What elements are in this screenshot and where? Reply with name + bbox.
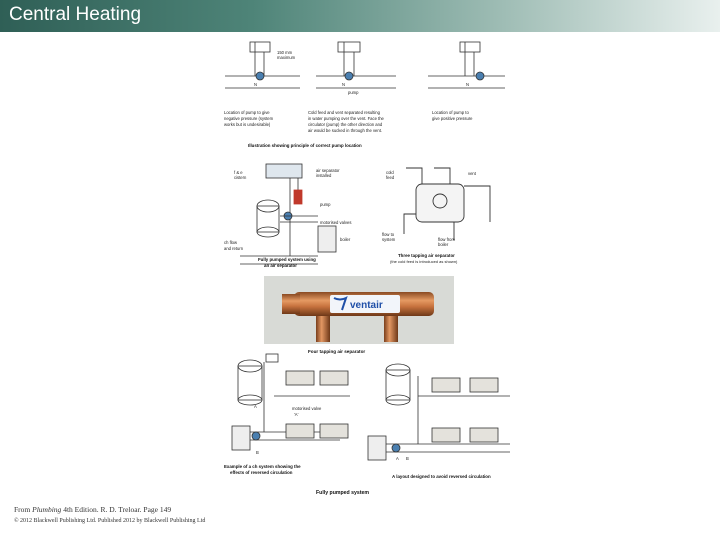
caption-positive-1: Location of pump to xyxy=(432,110,469,115)
citation-suffix: 4th Edition. R. D. Treloar. Page 149 xyxy=(61,505,172,514)
caption-reversed-2: effects of reversed circulation xyxy=(230,470,293,475)
caption-positive-2: give positive pressure xyxy=(432,116,473,121)
citation-prefix: From xyxy=(14,505,33,514)
slide-header: Central Heating xyxy=(0,0,720,32)
caption-overpump-3: circulator (pump) the other direction an… xyxy=(308,122,383,127)
caption-negative-1: Location of pump to give xyxy=(224,110,270,115)
pump-icon xyxy=(344,71,354,81)
label-maximum: maximum xyxy=(277,55,296,60)
caption-negative-3: works but is undesirable) xyxy=(224,122,271,127)
label-cold: cold xyxy=(386,170,394,175)
caption-three-tapping: Three tapping air separator xyxy=(398,253,455,258)
label-n-2: N xyxy=(342,82,345,87)
label-feed: feed xyxy=(386,175,395,180)
copyright: © 2012 Blackwell Publishing Ltd. Publish… xyxy=(14,518,206,524)
label-a-right: A xyxy=(396,456,399,461)
label-fe: f & e xyxy=(234,170,243,175)
label-boiler: boiler xyxy=(340,237,351,242)
ventair-brand: ventair xyxy=(350,300,383,311)
citation-title: Plumbing xyxy=(32,505,62,514)
label-motorised-valve: motorised valve xyxy=(292,406,322,411)
pump-diagram-positive xyxy=(428,41,505,89)
caption-overpump-4: air would be sucked in through the vent. xyxy=(308,128,382,133)
air-separator-photo: ventair xyxy=(264,276,454,344)
label-valve-a: 'A' xyxy=(294,412,299,417)
footer: From Plumbing 4th Edition. R. D. Treloar… xyxy=(14,505,414,524)
label-b-right: B xyxy=(406,456,409,461)
caption-four-tapping: Four tapping air separator xyxy=(308,349,365,354)
label-installed: installed xyxy=(316,173,332,178)
label-n-1: N xyxy=(254,82,257,87)
label-system: system xyxy=(382,237,396,242)
cistern-shape xyxy=(249,41,271,53)
caption-reversed-1: Example of a ch system showing the xyxy=(224,464,301,469)
label-air-separator: air separator xyxy=(316,168,340,173)
avoid-reversed-circulation-diagram xyxy=(367,363,510,461)
label-flow-from: flow from xyxy=(438,237,455,242)
slide-title: Central Heating xyxy=(9,4,142,25)
pump-icon xyxy=(255,71,265,81)
label-boiler-2: boiler xyxy=(438,242,449,247)
label-vent: vent xyxy=(468,171,477,176)
pump-diagram-negative xyxy=(225,41,300,89)
pump-location-figure: 150 mm maximum N N pump N Location of pu… xyxy=(220,36,510,504)
label-pump: pump xyxy=(348,90,359,95)
citation: From Plumbing 4th Edition. R. D. Treloar… xyxy=(14,505,414,514)
label-150mm: 150 mm xyxy=(277,50,293,55)
label-ch-flow: ch flow xyxy=(224,240,238,245)
label-cistern: cistern xyxy=(234,175,247,180)
bottom-figure-title: Fully pumped system xyxy=(316,490,369,496)
caption-avoid-reversed: A layout designed to avoid reversed circ… xyxy=(392,474,491,479)
ventair-logo-icon xyxy=(333,296,348,311)
label-motorised-valves: motorised valves xyxy=(320,220,351,225)
caption-three-tapping-note: (the cold feed is introduced as shown) xyxy=(390,259,458,264)
label-and-return: and return xyxy=(224,246,244,251)
pump-icon xyxy=(475,71,485,81)
label-b: B xyxy=(256,450,259,455)
label-n-3: N xyxy=(466,82,469,87)
air-separator-shape xyxy=(293,189,303,205)
label-a: A xyxy=(254,404,257,409)
top-diagrams-title: Illustration showing principle of correc… xyxy=(248,143,362,148)
caption-overpump-2: in water pumping over the vent. Face the xyxy=(308,116,385,121)
pump-diagram-overpumping xyxy=(316,41,396,89)
fully-pumped-system-diagram xyxy=(240,163,337,265)
label-pump-2: pump xyxy=(320,202,331,207)
caption-negative-2: negative pressure (system xyxy=(224,116,274,121)
caption-fully-pumped-1: Fully pumped system using xyxy=(258,257,316,262)
label-flow-to: flow to xyxy=(382,232,395,237)
reversed-circulation-diagram xyxy=(231,353,350,451)
caption-fully-pumped-2: an air separator xyxy=(264,263,297,268)
caption-overpump-1: Cold feed and vent separated resulting xyxy=(308,110,381,115)
three-tapping-separator-diagram xyxy=(403,167,491,240)
